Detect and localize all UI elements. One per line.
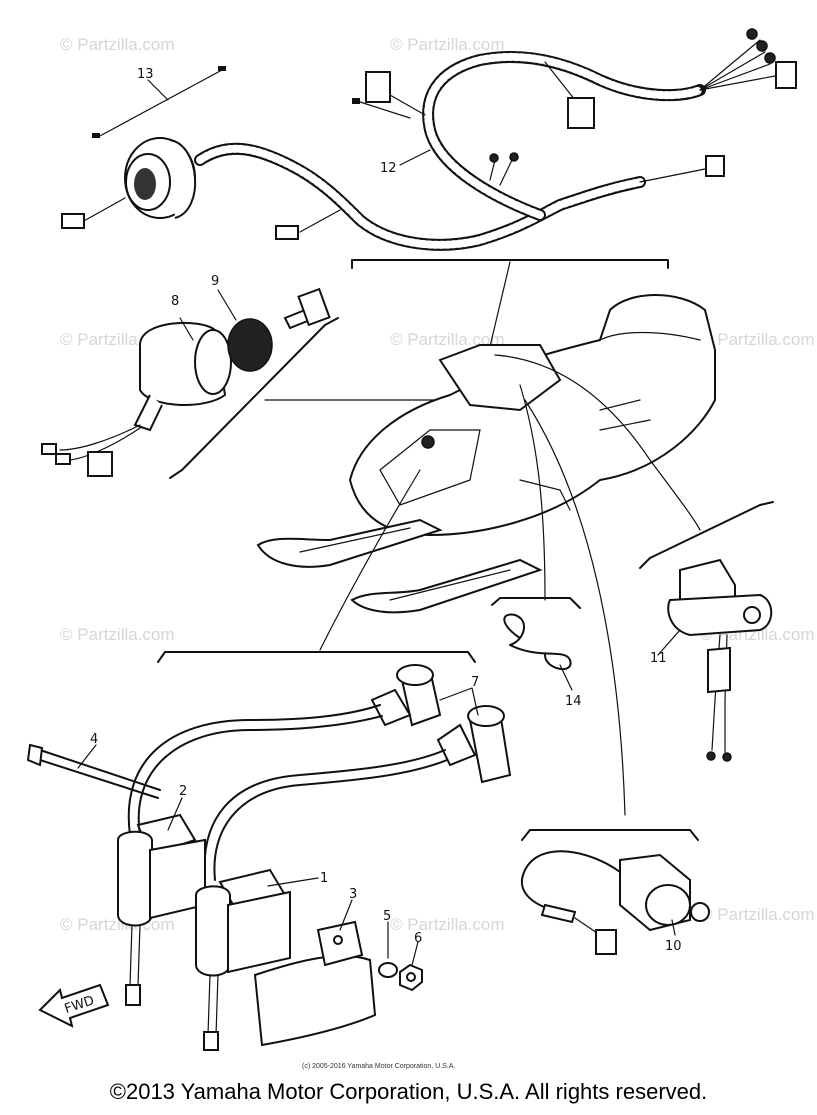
watermark: © Partzilla.com <box>390 915 505 934</box>
callout-6: 6 <box>414 931 422 946</box>
callout-10: 10 <box>665 939 682 954</box>
watermark: © Partzilla.com <box>700 905 815 924</box>
part-6-nut <box>399 963 423 992</box>
part-4-bolt <box>26 743 161 799</box>
callout-8: 8 <box>171 294 179 309</box>
part-9-key-cylinder <box>227 287 331 372</box>
bracket-ignition <box>157 651 476 663</box>
leader-10 <box>524 399 626 816</box>
bracket-10 <box>521 829 699 841</box>
leader-ignition <box>319 469 421 651</box>
callout-5: 5 <box>383 909 391 924</box>
callout-11: 11 <box>650 651 667 666</box>
callout-7: 7 <box>471 675 479 690</box>
part-8-main-switch <box>41 321 232 477</box>
watermark: © Partzilla.com <box>390 330 505 349</box>
watermark: © Partzilla.com <box>700 330 815 349</box>
copyright-footer: ©2013 Yamaha Motor Corporation, U.S.A. A… <box>109 1079 708 1104</box>
part-11-relay <box>667 558 773 762</box>
bracket-14 <box>491 597 581 609</box>
callout-1: 1 <box>320 871 328 886</box>
part-12-wire-harness <box>61 28 797 251</box>
bracket-switch <box>169 317 339 479</box>
leader-14 <box>519 384 546 601</box>
part-14-clip <box>503 613 572 670</box>
callout-13: 13 <box>137 67 154 82</box>
fwd-arrow: FWD <box>38 983 110 1028</box>
callout-2: 2 <box>179 784 187 799</box>
watermark: © Partzilla.com <box>60 625 175 644</box>
part-2-coil-a <box>117 813 206 1006</box>
parts-diagram: © Partzilla.com © Partzilla.com © Partzi… <box>26 28 815 1070</box>
callout-14: 14 <box>565 694 582 709</box>
leader-harness <box>487 261 511 356</box>
bracket-11 <box>639 501 774 569</box>
leader-11 <box>494 354 701 531</box>
bracket-harness <box>351 259 669 269</box>
callout-12: 12 <box>380 161 397 176</box>
part-3-bracket <box>253 920 377 1047</box>
snowmobile-body <box>256 294 716 614</box>
part-1-coil-b <box>195 868 291 1051</box>
watermark: © Partzilla.com <box>60 35 175 54</box>
callout-9: 9 <box>211 274 219 289</box>
watermark: © Partzilla.com <box>60 915 175 934</box>
part-5-washer <box>378 962 398 978</box>
watermark: © Partzilla.com <box>390 35 505 54</box>
callout-numbers: 13 12 8 9 4 2 1 3 5 6 7 14 11 10 <box>90 67 682 954</box>
callout-3: 3 <box>349 887 357 902</box>
callout-4: 4 <box>90 732 98 747</box>
callout-leaders <box>77 79 681 966</box>
part-10-sensor <box>520 850 710 955</box>
small-copyright: (c) 2005-2016 Yamaha Motor Corporation, … <box>302 1063 455 1070</box>
part-13-wire <box>92 66 226 138</box>
